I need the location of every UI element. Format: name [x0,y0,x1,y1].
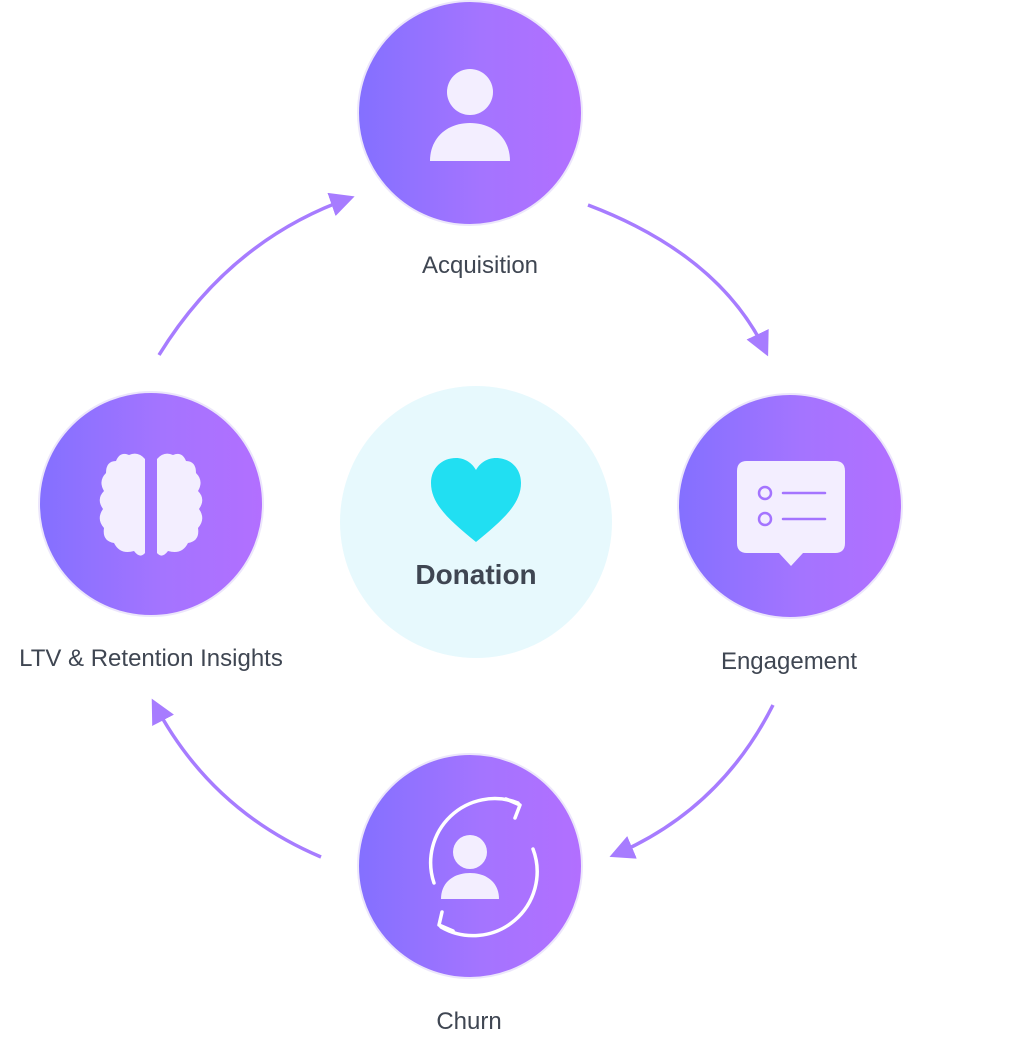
stage-label-engagement: Engagement [720,648,858,675]
stage-ltv-retention [38,391,264,617]
arrow-churn-to-ltv [151,698,322,859]
stage-churn [357,753,583,979]
brain-icon [99,453,203,556]
arrow-ltv-to-acquisition [157,192,355,356]
stage-label-churn: Churn [436,1008,502,1035]
center-donation: Donation [340,386,612,658]
stage-label-ltv-retention: LTV & Retention Insights [19,645,283,672]
stage-engagement [677,393,903,619]
arrow-acquisition-to-engagement [587,203,769,357]
heart-icon [431,458,521,542]
user-icon [430,69,510,161]
user-cycle-icon [428,796,539,938]
arrow-engagement-to-churn [609,704,775,859]
stage-label-acquisition: Acquisition [421,252,539,279]
chat-list-icon [737,461,845,566]
stage-acquisition [357,0,583,226]
center-label: Donation [415,559,537,590]
